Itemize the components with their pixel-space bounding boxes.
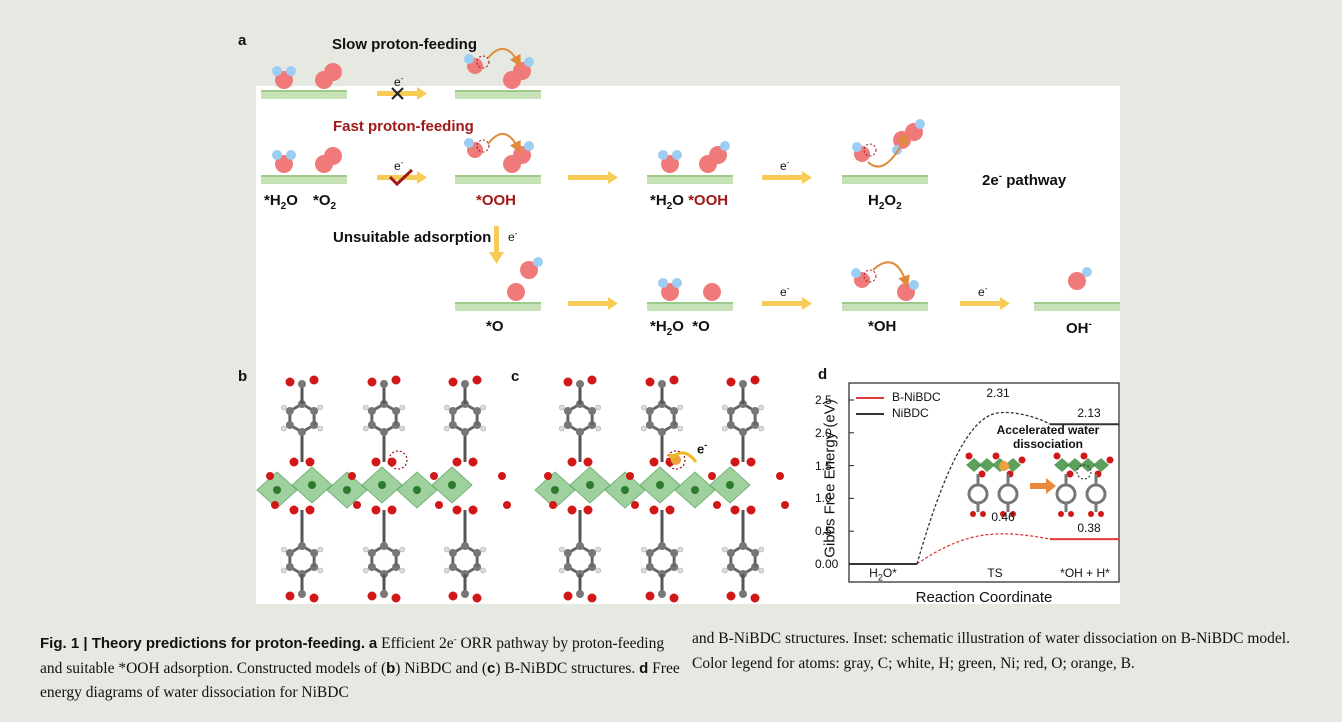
- level-0-path: [916, 533, 1051, 565]
- inset-arrow: [1030, 478, 1056, 494]
- y-tick-label: 1.0: [815, 491, 832, 506]
- x-category-label: TS: [987, 566, 1003, 580]
- reaction-arrows: [377, 87, 1010, 310]
- final-value-label: 2.13: [1077, 406, 1101, 421]
- electron-label-3: e-: [780, 158, 790, 173]
- y-tick-label: 0.00: [815, 557, 839, 571]
- state-o2: *O2: [313, 192, 337, 212]
- ts-value-label: 0.46: [991, 509, 1015, 524]
- panel-a-top-strip: [256, 30, 1120, 86]
- ts-value-label: 2.31: [986, 386, 1010, 401]
- legend-label: NiBDC: [892, 406, 929, 420]
- proton-transfer-arrow-2: [487, 133, 521, 154]
- panel-label-b: b: [238, 368, 248, 385]
- check-icon: [388, 168, 414, 187]
- state-h2o: *H2O: [264, 192, 298, 212]
- x-category-label: H2O*: [869, 566, 897, 583]
- yellow-arrow-3: [762, 171, 812, 184]
- surface-2: [261, 175, 347, 184]
- chart-frame: [848, 382, 1120, 583]
- final-value-label: 0.38: [1077, 521, 1101, 536]
- figure-panel: [256, 30, 1120, 604]
- surface-1: [455, 90, 541, 99]
- caption-fig-label: Fig. 1 | Theory predictions for proton-f…: [40, 635, 366, 653]
- catalyst-surfaces: [261, 90, 1120, 311]
- electron-label-5: e-: [780, 284, 790, 299]
- y-axis-ticks: [849, 399, 854, 565]
- nibdc-structure: [256, 375, 511, 603]
- yellow-arrow-5: [762, 297, 812, 310]
- y-tick-label: 1.5: [815, 458, 832, 473]
- panel-label-a: a: [238, 32, 247, 49]
- state-ooh: *OOH: [476, 192, 517, 209]
- state-oh-minus: OH-: [1066, 319, 1092, 337]
- state-oh: *OH: [868, 318, 897, 335]
- b-nibdc-structure: [534, 375, 789, 603]
- state-h2o-o: *H2O *O: [650, 318, 710, 338]
- electron-label-1: e-: [394, 74, 404, 89]
- electron-label-c: e-: [697, 440, 708, 457]
- y-tick-label: 2.5: [815, 393, 832, 407]
- y-axis-title: Gibbs Free Energy (eV): [821, 399, 839, 558]
- proton-transfer-arrow-1: [487, 48, 521, 68]
- yellow-arrow-6: [960, 297, 1010, 310]
- caption-right: and B-NiBDC structures. Inset: schematic…: [692, 630, 1290, 672]
- electron-label-2: e-: [394, 158, 404, 173]
- level-1-path: [916, 411, 1051, 565]
- slow-proton-feeding-label: Slow proton-feeding: [332, 36, 477, 53]
- x-category-label: *OH + H*: [1060, 566, 1110, 580]
- surface-4: [647, 175, 733, 184]
- proton-transfer-arrow-3: [867, 132, 908, 168]
- panel-label-d: d: [818, 366, 828, 383]
- surface-7: [647, 302, 733, 311]
- energy-levels: [849, 411, 1119, 565]
- state-o: *O: [486, 318, 504, 335]
- unsuitable-adsorption-label: Unsuitable adsorption: [333, 229, 492, 246]
- x-axis-title: Reaction Coordinate: [915, 589, 1053, 606]
- down-arrow: [489, 226, 504, 264]
- blocked-cross-icon: [391, 87, 404, 100]
- yellow-arrow-1: [377, 171, 427, 184]
- panel-label-c: c: [511, 368, 520, 385]
- electron-label-4: e-: [508, 229, 518, 244]
- y-tick-label: 0.5: [815, 524, 832, 539]
- yellow-arrow-4: [568, 297, 618, 310]
- yellow-arrow-2: [568, 171, 618, 184]
- caption-left: Fig. 1 | Theory predictions for proton-f…: [40, 634, 680, 702]
- state-h2o2: H2O2: [868, 192, 902, 212]
- chart-legend: [856, 397, 884, 415]
- inset-structures: [965, 452, 1114, 517]
- surface-8: [842, 302, 928, 311]
- legend-label: B-NiBDC: [892, 390, 941, 404]
- pathway-2e-label: 2e- pathway: [982, 171, 1067, 189]
- surface-0: [261, 90, 347, 99]
- electron-label-6: e-: [978, 284, 988, 299]
- surface-9: [1034, 302, 1120, 311]
- surface-6: [455, 302, 541, 311]
- fast-proton-feeding-label: Fast proton-feeding: [333, 118, 474, 135]
- surface-5: [842, 175, 928, 184]
- state-h2o-ooh: *H2O *OOH: [650, 192, 729, 212]
- surface-3: [455, 175, 541, 184]
- y-tick-label: 2.0: [815, 425, 832, 440]
- proton-transfer-arrow-4: [872, 261, 910, 288]
